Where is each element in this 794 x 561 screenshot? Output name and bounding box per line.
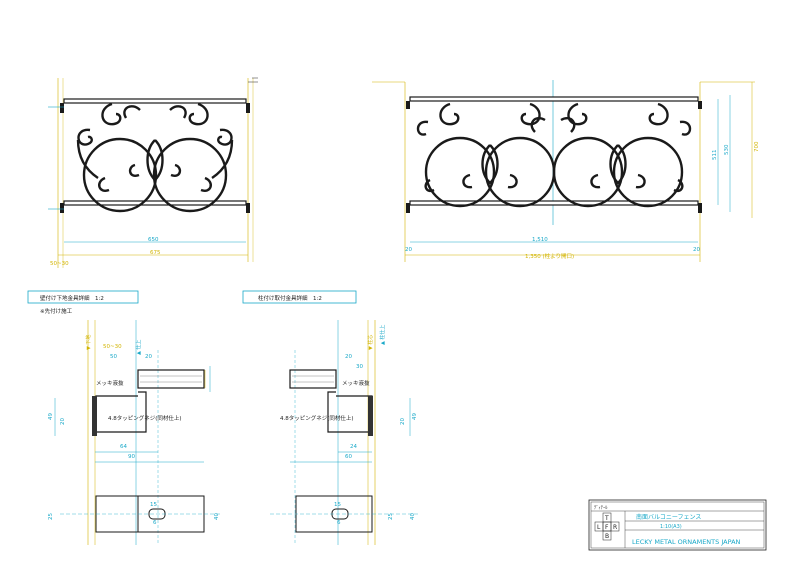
dim-49: 49 — [412, 413, 418, 420]
dim-offset: 50~30 — [50, 261, 69, 267]
title-company: LECKY METAL ORNAMENTS JAPAN — [632, 538, 741, 546]
dim-20: 20 — [345, 354, 352, 360]
dim-20b: 20 — [60, 418, 66, 425]
title-name: 南面バルコニーフェンス — [636, 513, 701, 521]
dim-24: 24 — [350, 444, 357, 450]
view-t: T — [604, 515, 609, 522]
dim-40: 40 — [410, 513, 416, 520]
dim-h-mid: 530 — [724, 144, 730, 155]
dim-30: 30 — [356, 364, 363, 370]
dim-50-30: 50~30 — [103, 344, 122, 350]
dim-25: 25 — [388, 513, 394, 520]
dim-inner: 1,510 — [532, 237, 548, 243]
datum-2: ▲ 柱仕上 — [379, 325, 386, 345]
view-b: B — [605, 533, 609, 540]
dim-overall: 675 — [150, 250, 161, 256]
dim-right-small: 20 — [693, 247, 700, 253]
label-6: 6 — [337, 520, 341, 526]
detail-title: 柱付け取付金具詳細 1:2 — [258, 294, 322, 302]
dim-h-inner: 511 — [712, 150, 718, 161]
label-15: 15 — [150, 502, 157, 508]
label-mekki: メッキ液抜 — [96, 379, 124, 387]
detail-title: 壁付け下地金具詳細 1:2 — [40, 294, 104, 302]
datum-1: ▼ 柱芯 — [367, 335, 374, 350]
elevation-left: 650 675 50~30 — [48, 77, 258, 268]
dim-40: 40 — [214, 513, 220, 520]
dim-64: 64 — [120, 444, 127, 450]
elevation-right: 1,510 20 20 1,350 (柱より開口) 511 530 700 — [372, 80, 760, 262]
title-scale: 1:10(A3) — [660, 524, 682, 530]
dim-25: 25 — [48, 513, 54, 520]
dim-90: 90 — [128, 454, 135, 460]
view-l: L — [597, 524, 601, 531]
view-r: R — [613, 524, 617, 531]
title-header: ﾃﾞｨﾃｰﾙ — [594, 504, 608, 511]
datum-1: ▼ 下地 — [85, 335, 92, 350]
dim-50: 50 — [110, 354, 117, 360]
label-mekki: メッキ液抜 — [342, 379, 370, 387]
view-f: F — [605, 524, 609, 531]
dim-inner: 650 — [148, 237, 159, 243]
detail-note: ※先付け施工 — [40, 307, 73, 315]
detail-left: 壁付け下地金具詳細 1:2 ※先付け施工 ▼ 下地 ▲ 仕上 50~30 50 … — [27, 290, 220, 545]
label-tapping: 4.8タッピングネジ(同材仕上) — [108, 414, 182, 422]
dim-overall: 1,350 (柱より開口) — [525, 252, 574, 260]
dim-49: 49 — [48, 413, 54, 420]
dim-left-small: 20 — [405, 247, 412, 253]
dim-60: 60 — [345, 454, 352, 460]
dim-h-overall: 700 — [754, 141, 760, 152]
datum-2: ▲ 仕上 — [135, 340, 142, 355]
detail-right: 柱付け取付金具詳細 1:2 ▼ 柱芯 ▲ 柱仕上 20 30 メッキ液抜 4.8… — [242, 290, 420, 545]
projection-symbol: T L F R B — [594, 512, 620, 541]
label-tapping: 4.8タッピングネジ(同材仕上) — [280, 414, 354, 422]
dim-20b: 20 — [400, 418, 406, 425]
label-6: 6 — [153, 520, 157, 526]
dim-20: 20 — [145, 354, 152, 360]
label-15: 15 — [334, 502, 341, 508]
title-block: ﾃﾞｨﾃｰﾙ 南面バルコニーフェンス 1:10(A3) LECKY METAL … — [588, 499, 767, 551]
